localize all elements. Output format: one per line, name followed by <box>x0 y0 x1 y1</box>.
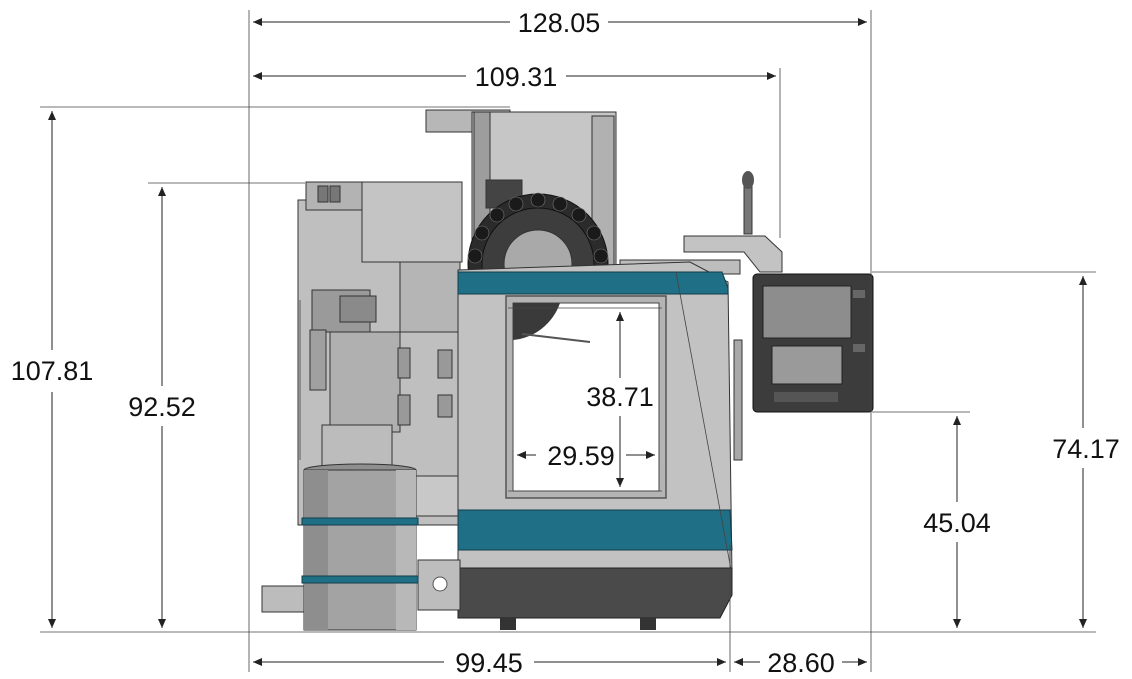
dim-control-panel-bottom-height: 45.04 <box>923 508 991 538</box>
dim-control-panel-height: 74.17 <box>1052 434 1120 464</box>
main-enclosure <box>457 261 743 576</box>
dim-door-opening-width: 29.59 <box>547 441 615 471</box>
dim-control-panel-offset: 28.60 <box>767 648 835 678</box>
machine-illustration <box>261 109 874 631</box>
coolant-drum <box>301 463 419 631</box>
dim-door-opening-height: 38.71 <box>586 382 654 412</box>
control-panel <box>752 273 874 413</box>
dim-base-depth: 99.45 <box>455 648 523 678</box>
machine-base <box>261 475 733 630</box>
dim-overall-height: 107.81 <box>11 356 94 386</box>
rear-cabinet <box>297 181 463 526</box>
dim-width-to-control-arm: 109.31 <box>475 62 558 92</box>
dim-overall-width: 128.05 <box>518 8 601 38</box>
dimension-lines <box>40 10 1096 672</box>
pendant-arm <box>619 171 783 275</box>
dim-height-to-carousel: 92.52 <box>128 392 196 422</box>
dimension-labels: 128.05 109.31 107.81 92.52 74.17 45.04 3… <box>11 8 1120 678</box>
